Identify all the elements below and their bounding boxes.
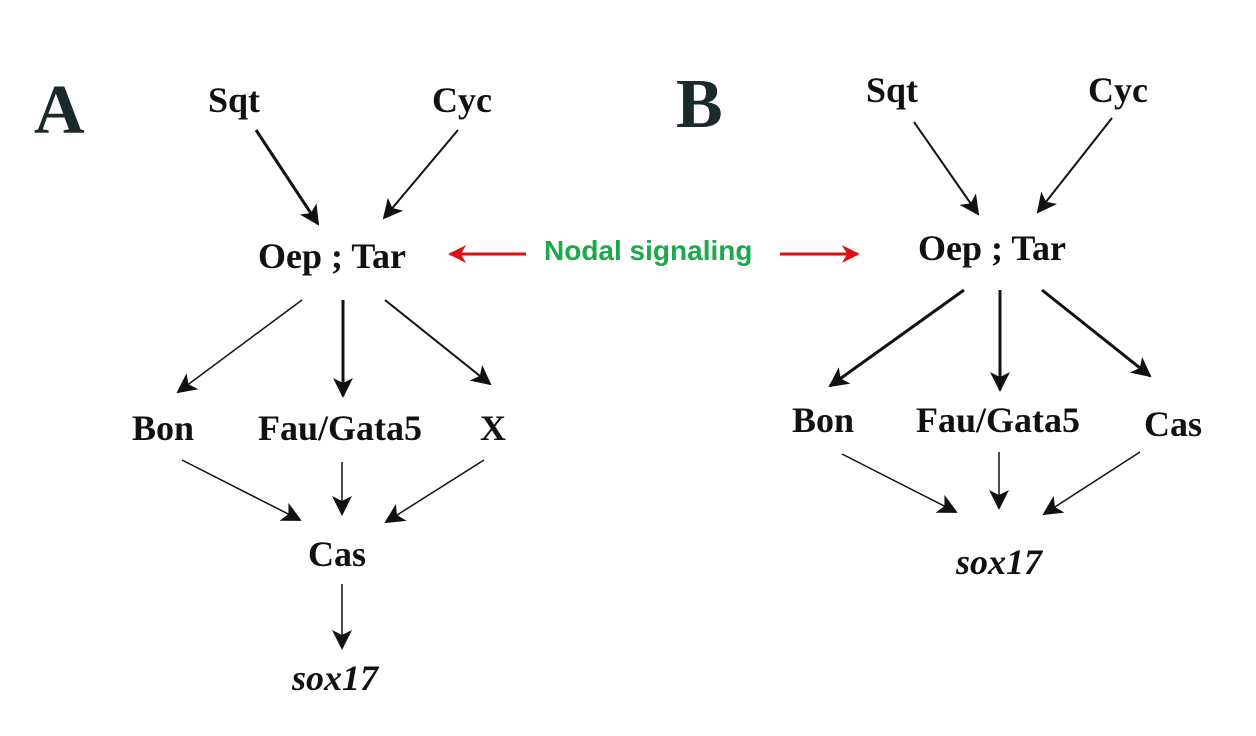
panel-a-node-x: X	[480, 408, 506, 448]
panel-b-node-fau-gata5: Fau/Gata5	[916, 400, 1081, 440]
panel-b-node-oep-tar: Oep ; Tar	[918, 228, 1067, 268]
panel-a-node-sqt: Sqt	[208, 80, 261, 120]
panel-b-letter: B	[676, 66, 723, 143]
edge-a-bon-cas	[181, 459, 302, 521]
panel-b-node-sox17: sox17	[956, 542, 1043, 582]
edge-a-sqt-oep	[254, 129, 320, 226]
panel-a-node-fau-gata5: Fau/Gata5	[258, 408, 423, 448]
panel-b-node-cyc: Cyc	[1088, 70, 1148, 110]
edge-b-oep-cas	[1041, 288, 1152, 378]
panel-a-node-cyc: Cyc	[432, 80, 492, 120]
edge-b-oep-bon	[828, 288, 965, 388]
panel-a-node-sox17: sox17	[292, 658, 379, 698]
panel-b-node-bon: Bon	[792, 400, 855, 440]
edge-a-cyc-oep	[382, 129, 459, 220]
edge-a-x-cas	[384, 459, 485, 524]
panel-a-node-oep-tar: Oep ; Tar	[258, 236, 407, 276]
panel-b-node-cas: Cas	[1144, 404, 1203, 444]
nodal-signaling-label: Nodal signaling	[544, 235, 753, 266]
edge-a-oep-bon	[176, 299, 303, 394]
panel-a-node-bon: Bon	[132, 408, 195, 448]
panel-a-letter: A	[34, 72, 85, 149]
edge-b-bon-sox17	[841, 453, 958, 513]
edge-b-cas-sox17	[1042, 451, 1141, 516]
panel-b-node-sqt: Sqt	[866, 70, 919, 110]
edge-a-oep-x	[384, 299, 492, 386]
panel-a-node-cas: Cas	[308, 534, 367, 574]
edge-b-cyc-oep	[1036, 117, 1113, 214]
edge-b-sqt-oep	[913, 121, 980, 216]
